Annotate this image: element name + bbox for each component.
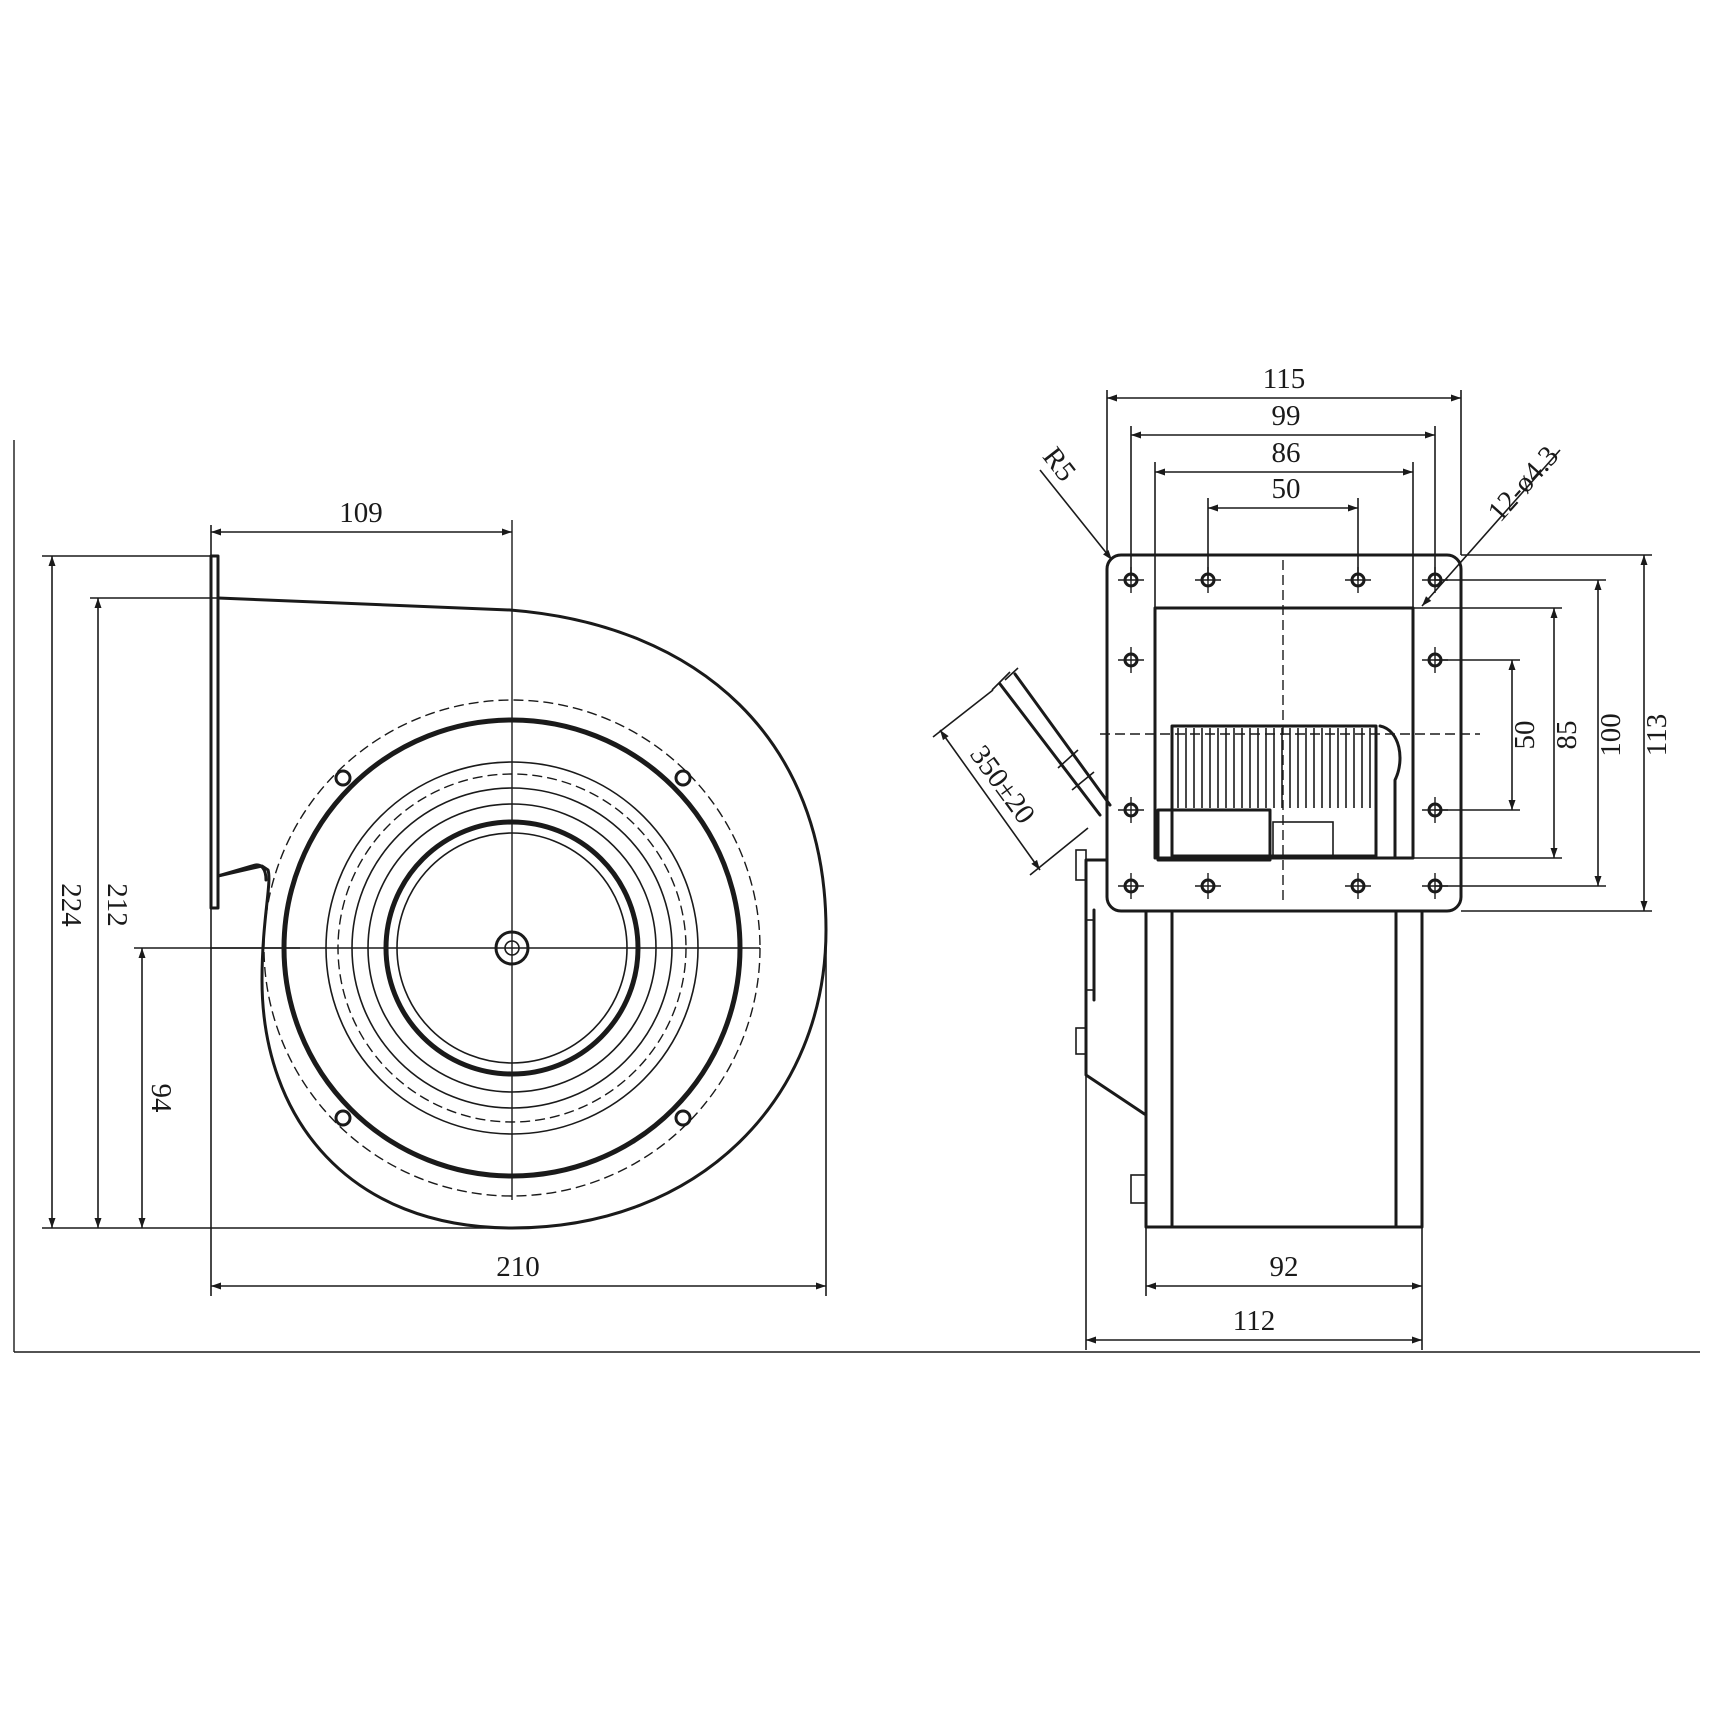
dim-overall-depth: 112	[1085, 1075, 1423, 1350]
flange-hole	[1118, 797, 1144, 823]
dim-housing-width-label: 92	[1270, 1251, 1299, 1283]
dim-hole-span-vertical-outer: 100	[1594, 580, 1627, 886]
dim-outlet-height: 212	[94, 598, 133, 1228]
volute-housing	[216, 596, 828, 1230]
dim-overall-depth-label: 112	[1233, 1305, 1275, 1337]
dim-center-height-label: 94	[145, 1084, 177, 1114]
housing-body	[1144, 909, 1424, 1229]
dim-total-height: 224	[48, 556, 87, 1228]
dim-hole-callout: 12-ø4.3	[1421, 440, 1566, 607]
dim-corner-radius-label: R5	[1036, 441, 1082, 487]
flange-hole	[1118, 873, 1144, 899]
dim-flange-width-label: 115	[1263, 363, 1305, 395]
dim-opening-width-label: 86	[1272, 437, 1301, 469]
sheet-frame	[13, 440, 1700, 1353]
side-view: 350±20 115 99 86 50	[932, 363, 1673, 1350]
dim-flange-height: 113	[1640, 555, 1673, 911]
dim-hole-span-outer-label: 99	[1272, 400, 1301, 432]
dim-housing-width: 92	[1145, 1227, 1423, 1296]
dim-corner-radius: R5	[1036, 441, 1113, 561]
dim-flange-width: 115	[1106, 363, 1462, 555]
dim-total-height-label: 224	[55, 883, 87, 927]
dim-opening-width: 86	[1154, 437, 1414, 608]
dim-hole-span-inner-label: 50	[1272, 473, 1301, 505]
mounting-holes	[334, 769, 692, 1127]
volute-tongue	[216, 863, 268, 882]
dim-hole-span-vertical-inner: 50	[1508, 660, 1541, 810]
dim-outlet-height-label: 212	[101, 883, 133, 927]
dim-opening-height-label: 85	[1551, 721, 1583, 750]
dim-hole-span-outer: 99	[1130, 400, 1436, 580]
motor-side	[1084, 858, 1148, 1117]
dim-center-offset-label: 109	[339, 497, 383, 529]
outlet-flange	[209, 554, 220, 910]
flange-hole	[1345, 873, 1371, 899]
dim-hole-span-vertical-outer-label: 100	[1595, 713, 1627, 757]
dim-total-width: 210	[210, 908, 827, 1296]
front-view: 109 224 212 94 210	[42, 497, 828, 1296]
dim-hole-span-vertical-inner-label: 50	[1509, 721, 1541, 750]
dim-cable-length: 350±20	[932, 689, 1089, 876]
outlet-opening	[1153, 606, 1415, 860]
flange-hole	[1195, 873, 1221, 899]
dim-hole-span-inner: 50	[1207, 473, 1359, 580]
dim-total-width-label: 210	[496, 1251, 540, 1283]
power-cable	[991, 667, 1112, 817]
dim-opening-height: 85	[1550, 608, 1583, 858]
dim-center-height: 94	[138, 948, 177, 1228]
dim-hole-callout-label: 12-ø4.3	[1482, 440, 1566, 528]
flange-hole	[1118, 647, 1144, 673]
dim-center-offset: 109	[210, 497, 512, 556]
dim-flange-height-label: 113	[1641, 714, 1673, 756]
impeller-blades	[1177, 728, 1371, 808]
motor-terminal-box	[1156, 808, 1272, 862]
